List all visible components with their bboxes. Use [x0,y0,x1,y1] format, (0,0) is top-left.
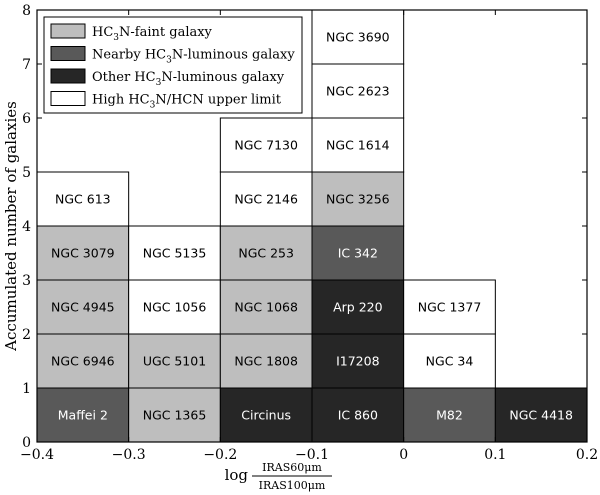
galaxy-label: Circinus [241,408,291,423]
galaxy-label: IC 342 [338,246,378,261]
legend-swatch [50,23,86,39]
x-axis-label-prefix: log [225,466,249,484]
x-tick-label: −0.1 [295,447,329,463]
bar-cell [311,63,405,119]
galaxy-label: NGC 613 [55,192,111,207]
legend-label: Other HC3N-luminous galaxy [92,70,285,88]
galaxy-label: NGC 1808 [234,354,298,369]
bar-cell [311,9,405,65]
legend-swatch [50,46,86,61]
y-tick-label: 7 [22,57,31,73]
galaxy-label: UGC 5101 [143,354,206,369]
galaxy-label: NGC 4945 [51,300,115,315]
galaxy-label: Arp 220 [333,300,383,315]
x-axis-label-numerator: IRAS60μm [262,461,322,474]
y-tick-label: 6 [22,111,31,127]
legend-swatch [50,68,86,84]
bar-cell [219,387,313,443]
galaxy-label: NGC 7130 [234,138,298,153]
legend-label: High HC3N/HCN upper limit [92,93,282,111]
y-tick-label: 5 [22,165,31,181]
x-tick-label: 0 [399,447,408,463]
bar-cell [128,225,221,281]
bar-cell [219,171,313,227]
galaxy-label: I17208 [336,354,379,369]
galaxy-label: IC 860 [338,408,378,423]
galaxy-label: NGC 5135 [143,246,207,261]
galaxy-label: M82 [436,408,463,423]
galaxy-label: NGC 6946 [51,354,115,369]
bar-cell [311,171,405,227]
galaxy-label: NGC 1056 [143,300,207,315]
legend-box [43,16,303,114]
galaxy-label: NGC 34 [426,354,474,369]
bar-cell [311,333,405,389]
y-tick-label: 2 [22,327,31,343]
galaxy-label: NGC 1614 [326,138,390,153]
x-tick-label: 0.2 [576,447,598,463]
galaxy-label: Maffei 2 [58,408,108,423]
bar-cell [219,279,313,335]
galaxy-label: NGC 2146 [234,192,298,207]
y-tick-label: 0 [22,435,31,451]
legend-label: Nearby HC3N-luminous galaxy [92,48,295,66]
y-tick-label: 4 [22,219,31,235]
bar-cell [219,225,313,281]
x-tick-label: −0.2 [203,447,237,463]
galaxy-label: NGC 2623 [326,84,390,99]
legend-swatch [50,91,86,106]
galaxy-label: NGC 1068 [234,300,298,315]
axis-ticks: −0.4 −0.3 −0.2 −0.1 0 0.1 0.2 0 1 2 3 4 5 6 7 8 [20,3,598,463]
bar-cell [311,279,405,335]
y-tick-label: 8 [22,3,31,19]
galaxy-label: NGC 3256 [326,192,390,207]
galaxy-label: NGC 3079 [51,246,115,261]
y-axis-label: Accumulated number of galaxies [2,101,20,352]
bar-cell [219,333,313,389]
x-tick-label: 0.1 [484,447,506,463]
x-axis-label-denominator: IRAS100μm [259,479,326,492]
galaxy-label: NGC 1377 [418,300,482,315]
legend-label: HC3N-faint galaxy [92,25,213,43]
bar-cell [311,117,405,173]
x-tick-label: −0.4 [20,447,54,463]
bar-cell [311,225,405,281]
axis-labels: Accumulated number of galaxies log IRAS60μ… [2,101,332,492]
galaxy-label: NGC 253 [238,246,294,261]
bar-cell [36,171,130,227]
y-tick-label: 3 [22,273,31,289]
galaxy-label: NGC 1365 [143,408,207,423]
bar-cell [403,279,496,335]
bar-cell [36,333,130,389]
bar-cell [36,387,130,443]
y-tick-label: 1 [22,381,31,397]
bar-cell [128,333,221,389]
bar-cell [494,387,588,443]
bar-cell [36,279,130,335]
galaxy-label: NGC 3690 [326,30,390,45]
x-tick-label: −0.3 [112,447,146,463]
galaxy-label: NGC 4418 [509,408,573,423]
